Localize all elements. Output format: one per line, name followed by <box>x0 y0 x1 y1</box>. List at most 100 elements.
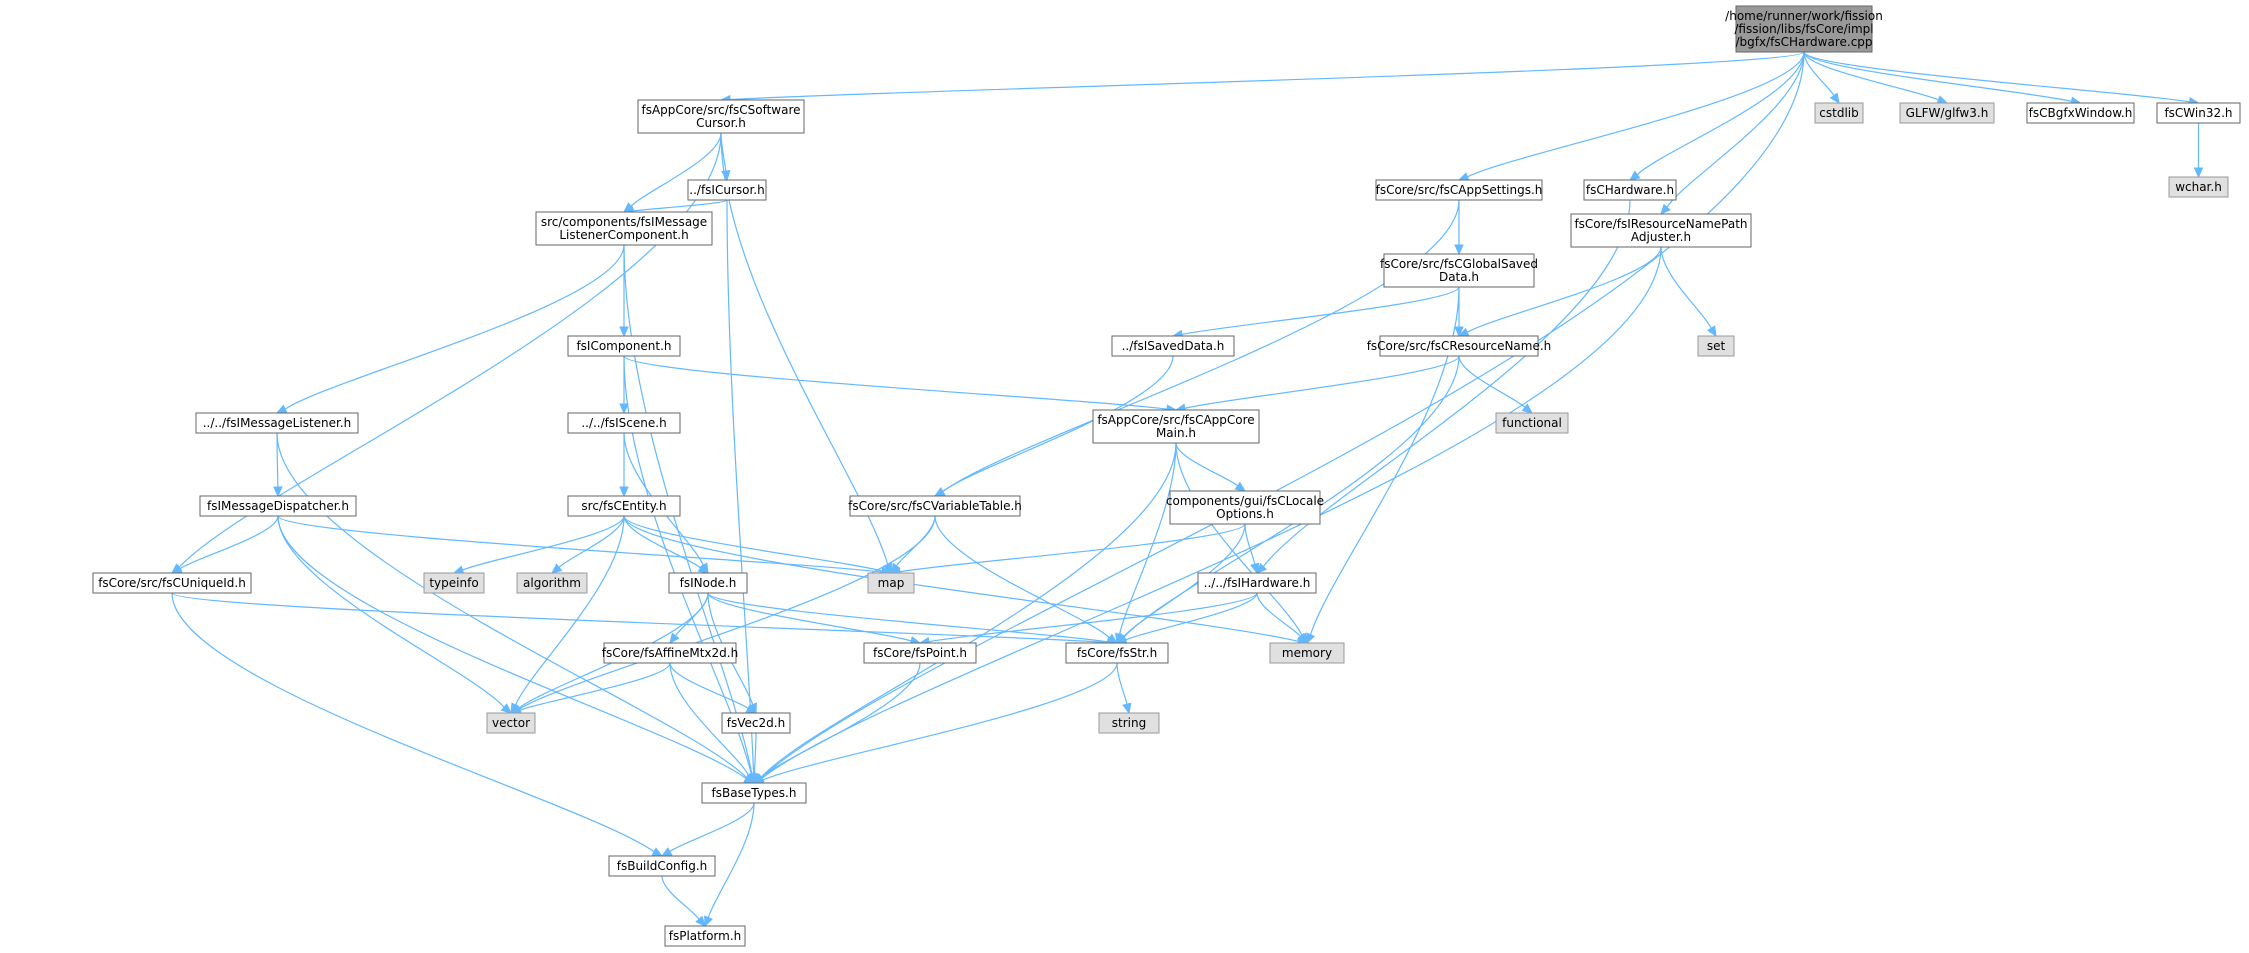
node-label-globalsaved: Data.h <box>1439 270 1479 284</box>
edge-msglistener-to-basetypes <box>276 432 748 779</box>
edge-centity-to-map <box>623 515 883 572</box>
node-label-isaveddata: ../fsISavedData.h <box>1122 339 1225 353</box>
node-box-iscene <box>567 412 681 434</box>
node-vector: vector <box>486 712 536 734</box>
edge-centity-to-algorithm <box>558 515 625 568</box>
arrowhead-resname-to-functional <box>1521 403 1533 414</box>
node-appsettings[interactable]: fsCore/src/fsCAppSettings.h <box>1375 179 1543 201</box>
node-centity[interactable]: src/fsCEntity.h <box>567 495 681 517</box>
node-inode[interactable]: fsINode.h <box>668 572 748 594</box>
edge-affine-to-vector <box>519 662 671 711</box>
node-box-inode <box>668 572 748 594</box>
node-box-uniqueid <box>92 572 252 594</box>
node-box-string <box>1098 712 1160 734</box>
edge-root-to-basetypes <box>760 51 1805 779</box>
node-label-resnamepath: Adjuster.h <box>1631 230 1691 244</box>
edge-msgdispatcher-to-uniqueid <box>179 515 279 570</box>
arrowhead-icomponent-to-iscene <box>619 403 629 415</box>
node-label-msglistcomp: ListenerComponent.h <box>559 228 688 242</box>
arrowhead-win32-to-wchar <box>2193 167 2204 179</box>
node-buildconfig[interactable]: fsBuildConfig.h <box>608 855 716 877</box>
edge-msgdispatcher-to-map <box>277 515 883 573</box>
arrowhead-basetypes-to-buildconfig <box>660 847 673 857</box>
node-chardware[interactable]: fsCHardware.h <box>1583 179 1677 201</box>
node-icomponent[interactable]: fsIComponent.h <box>567 335 681 357</box>
node-label-affine: fsCore/fsAffineMtx2d.h <box>602 646 738 660</box>
node-glfw: GLFW/glfw3.h <box>1899 102 1995 124</box>
node-icursor[interactable]: ../fsICursor.h <box>687 179 767 201</box>
node-label-buildconfig: fsBuildConfig.h <box>617 859 708 873</box>
edge-root-to-appsettings <box>1467 51 1805 178</box>
node-label-functional: functional <box>1502 416 1562 430</box>
node-box-locale <box>1169 490 1321 525</box>
node-win32[interactable]: fsCWin32.h <box>2156 102 2241 124</box>
node-box-point <box>863 642 977 664</box>
node-box-centity <box>567 495 681 517</box>
node-label-basetypes: fsBaseTypes.h <box>712 786 797 800</box>
node-box-functional <box>1495 412 1569 434</box>
edge-resnamepath-to-set <box>1660 246 1712 329</box>
arrowhead-buildconfig-to-platform <box>695 915 706 927</box>
node-msglistcomp[interactable]: src/components/fsIMessageListenerCompone… <box>535 211 713 246</box>
edge-uniqueid-to-str <box>171 592 1109 644</box>
node-uniqueid[interactable]: fsCore/src/fsCUniqueId.h <box>92 572 252 594</box>
node-label-vec2d: fsVec2d.h <box>727 716 785 730</box>
node-vartable[interactable]: fsCore/src/fsCVariableTable.h <box>848 495 1022 517</box>
node-platform[interactable]: fsPlatform.h <box>664 925 746 947</box>
node-box-icomponent <box>567 335 681 357</box>
node-box-msglistcomp <box>535 211 713 246</box>
node-label-point: fsCore/fsPoint.h <box>873 646 967 660</box>
node-box-ihardware <box>1197 572 1317 594</box>
edge-chardware-to-ihardware <box>1262 199 1631 567</box>
arrowhead-chardware-to-ihardware <box>1256 562 1268 574</box>
edge-vartable-to-map <box>895 515 936 567</box>
node-str[interactable]: fsCore/fsStr.h <box>1065 642 1169 664</box>
arrowhead-root-to-cstdlib <box>1829 92 1840 105</box>
node-label-typeinfo: typeinfo <box>429 576 478 590</box>
node-label-locale: Options.h <box>1216 507 1274 521</box>
node-label-string: string <box>1112 716 1146 730</box>
node-box-platform <box>664 925 746 947</box>
arrowhead-appsettings-to-globalsaved <box>1454 244 1464 256</box>
node-root[interactable]: /home/runner/work/fission/fission/libs/f… <box>1725 5 1883 53</box>
node-box-glfw <box>1899 102 1995 124</box>
node-label-platform: fsPlatform.h <box>669 929 742 943</box>
edge-centity-to-typeinfo <box>462 515 625 571</box>
node-algorithm: algorithm <box>516 572 588 594</box>
node-msgdispatcher[interactable]: fsIMessageDispatcher.h <box>199 495 357 517</box>
node-bgfxwindow[interactable]: fsCBgfxWindow.h <box>2026 102 2135 124</box>
node-label-root: /home/runner/work/fission <box>1725 9 1883 23</box>
arrowhead-root-to-chardware <box>1629 170 1641 181</box>
node-box-appsettings <box>1375 179 1543 201</box>
edge-root-to-cstdlib <box>1803 51 1835 96</box>
node-affine[interactable]: fsCore/fsAffineMtx2d.h <box>602 642 738 664</box>
arrowhead-ihardware-to-memory <box>1296 632 1308 644</box>
node-iscene[interactable]: ../../fsIScene.h <box>567 412 681 434</box>
node-box-buildconfig <box>608 855 716 877</box>
arrowhead-softcursor-to-icursor <box>721 169 731 182</box>
node-label-appsettings: fsCore/src/fsCAppSettings.h <box>1376 183 1543 197</box>
edge-isaveddata-to-vartable <box>942 355 1174 492</box>
node-isaveddata[interactable]: ../fsISavedData.h <box>1111 335 1235 357</box>
node-ihardware[interactable]: ../../fsIHardware.h <box>1197 572 1317 594</box>
edge-ihardware-to-point <box>928 592 1258 643</box>
edge-vec2d-to-basetypes <box>753 732 757 775</box>
edge-inode-to-str <box>707 592 1109 643</box>
edge-appcoremain-to-str <box>1118 442 1177 635</box>
node-box-affine <box>603 642 737 664</box>
node-msglistener[interactable]: ../../fsIMessageListener.h <box>195 412 359 434</box>
node-box-resnamepath <box>1570 213 1752 248</box>
node-resname[interactable]: fsCore/src/fsCResourceName.h <box>1367 335 1552 357</box>
node-vec2d[interactable]: fsVec2d.h <box>721 712 791 734</box>
arrowhead-msgdispatcher-to-vector <box>500 703 512 714</box>
node-box-globalsaved <box>1383 253 1535 288</box>
arrowhead-affine-to-vec2d <box>745 704 758 714</box>
node-point[interactable]: fsCore/fsPoint.h <box>863 642 977 664</box>
edge-root-to-glfw <box>1803 51 1939 101</box>
node-basetypes[interactable]: fsBaseTypes.h <box>701 782 807 804</box>
